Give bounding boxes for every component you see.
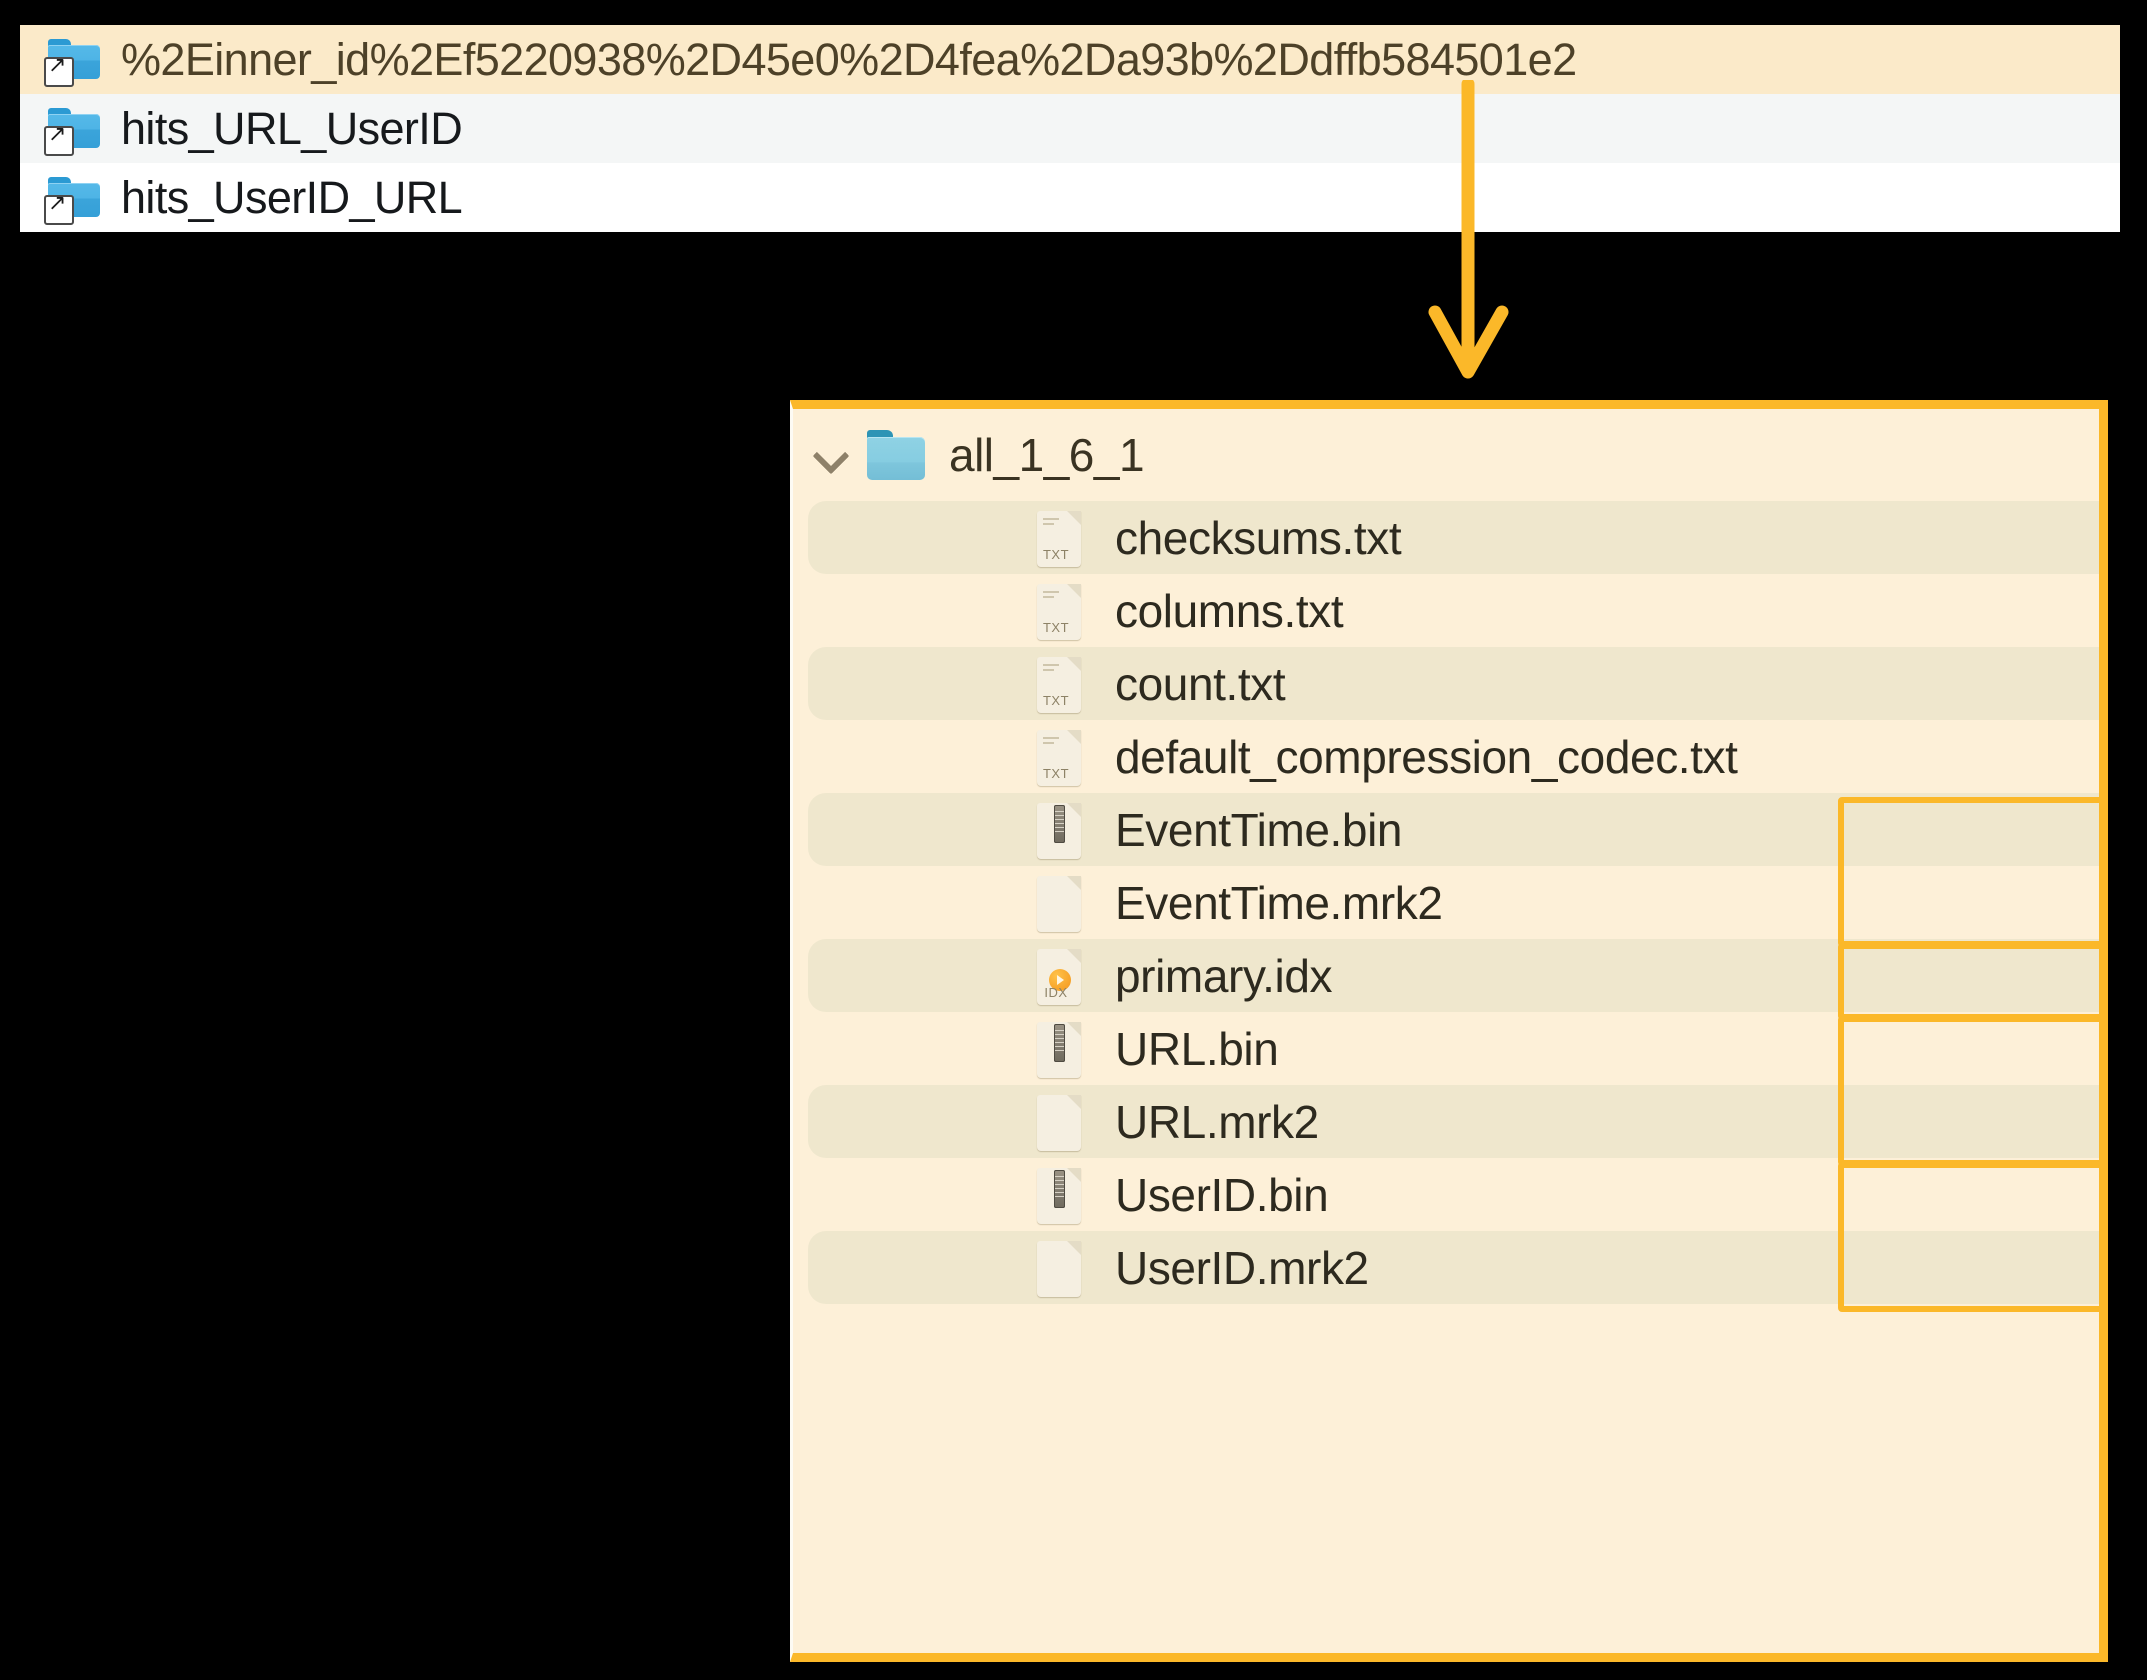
file-name: URL.bin (1115, 1022, 1279, 1075)
file-list-item[interactable]: IDX primary.idx (793, 939, 2099, 1012)
symlink-folder-list[interactable]: %2Einner_id%2Ef5220938%2D45e0%2D4fea%2Da… (20, 25, 2120, 232)
txt-file-icon: TXT (1029, 726, 1091, 788)
txt-file-icon: TXT (1029, 580, 1091, 642)
file-name: EventTime.mrk2 (1115, 876, 1443, 929)
file-list-item[interactable]: URL.bin (793, 1012, 2099, 1085)
bin-file-icon (1029, 1164, 1091, 1226)
callout-arrow-svg (1428, 77, 1509, 379)
part-folder-header[interactable]: all_1_6_1 (793, 409, 2099, 501)
txt-file-icon: TXT (1029, 653, 1091, 715)
folder-symlink-icon (44, 25, 106, 94)
file-list-item[interactable]: UserID.mrk2 (793, 1231, 2099, 1304)
folder-list-item[interactable]: hits_UserID_URL (20, 163, 2120, 232)
file-name: checksums.txt (1115, 511, 1402, 564)
row-stripe (808, 793, 2099, 866)
folder-symlink-icon (44, 163, 106, 232)
file-name: count.txt (1115, 657, 1286, 710)
folder-symlink-icon (44, 94, 106, 163)
folder-list-item[interactable]: hits_URL_UserID (20, 94, 2120, 163)
file-name: primary.idx (1115, 949, 1333, 1002)
blank-file-icon (1029, 872, 1091, 934)
folder-list-item-label: %2Einner_id%2Ef5220938%2D45e0%2D4fea%2Da… (121, 34, 1577, 85)
row-stripe (808, 1231, 2099, 1304)
file-name: URL.mrk2 (1115, 1095, 1319, 1148)
arrow-head (1428, 305, 1509, 379)
txt-file-icon: TXT (1029, 507, 1091, 569)
row-stripe (808, 647, 2099, 720)
row-stripe (808, 1158, 2099, 1231)
folder-list-item-label: hits_UserID_URL (121, 172, 463, 223)
file-name: UserID.bin (1115, 1168, 1329, 1221)
file-name: default_compression_codec.txt (1115, 730, 1738, 783)
blank-file-icon (1029, 1091, 1091, 1153)
idx-file-icon: IDX (1029, 945, 1091, 1007)
file-list-item[interactable]: URL.mrk2 (793, 1085, 2099, 1158)
file-list-item[interactable]: TXT checksums.txt (793, 501, 2099, 574)
file-list-item[interactable]: EventTime.bin (793, 793, 2099, 866)
file-name: EventTime.bin (1115, 803, 1403, 856)
folder-icon (865, 430, 927, 480)
row-stripe (808, 939, 2099, 1012)
bin-file-icon (1029, 1018, 1091, 1080)
row-stripe (808, 501, 2099, 574)
part-folder-name: all_1_6_1 (949, 429, 1145, 481)
row-stripe (808, 866, 2099, 939)
file-list-item[interactable]: EventTime.mrk2 (793, 866, 2099, 939)
bin-file-icon (1029, 799, 1091, 861)
file-name: UserID.mrk2 (1115, 1241, 1369, 1294)
callout-arrow (1380, 77, 1560, 410)
row-stripe (808, 1085, 2099, 1158)
row-stripe (808, 1012, 2099, 1085)
file-list-item[interactable]: UserID.bin (793, 1158, 2099, 1231)
file-list-item[interactable]: TXT default_compression_codec.txt (793, 720, 2099, 793)
blank-file-icon (1029, 1237, 1091, 1299)
row-stripe (808, 574, 2099, 647)
folder-list-item[interactable]: %2Einner_id%2Ef5220938%2D45e0%2D4fea%2Da… (20, 25, 2120, 94)
folder-list-item-label: hits_URL_UserID (121, 103, 463, 154)
chevron-down-icon[interactable] (809, 433, 853, 477)
file-list-item[interactable]: TXT columns.txt (793, 574, 2099, 647)
file-list-item[interactable]: TXT count.txt (793, 647, 2099, 720)
file-name: columns.txt (1115, 584, 1344, 637)
